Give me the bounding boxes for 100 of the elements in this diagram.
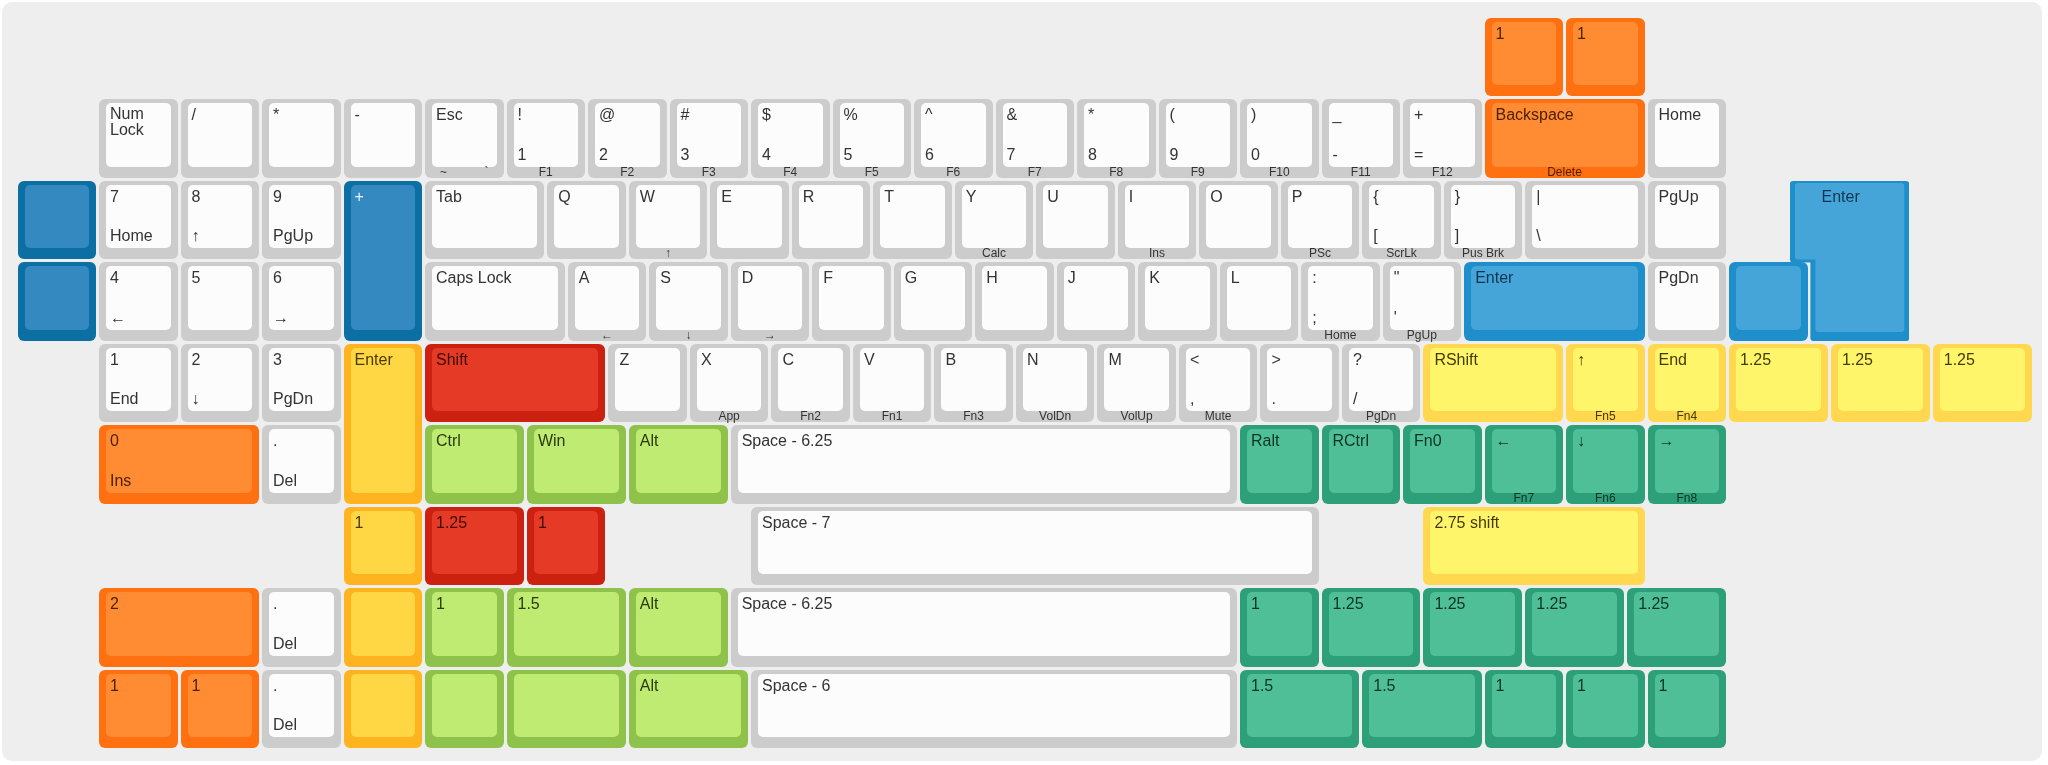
key-legend: \ [1536, 227, 1541, 245]
keycap [873, 180, 952, 259]
keycap [262, 99, 341, 178]
front-legend: Fn8 [1676, 491, 1698, 504]
key-legend: < [1189, 350, 1200, 369]
keycap [730, 262, 810, 341]
key-legend: Home [110, 227, 153, 245]
key-legend: 1 [1251, 595, 1260, 613]
keycap [99, 180, 178, 259]
keycap [1097, 343, 1176, 422]
front-legend: Fn2 [800, 410, 821, 422]
key-legend: E [721, 187, 732, 206]
keycap [343, 506, 422, 585]
keycap [852, 343, 932, 422]
key-legend: , [1189, 390, 1195, 408]
key-legend: # [680, 106, 690, 124]
key-legend: T [884, 187, 895, 206]
key-legend: Space - 6.25 [741, 595, 833, 613]
keycap [1301, 262, 1380, 341]
key-legend: _ [1332, 106, 1342, 124]
key-legend: Ins [110, 471, 132, 490]
front-legend: F4 [783, 165, 798, 178]
key-legend: + [354, 187, 364, 206]
key-legend: 1.25 [1536, 595, 1568, 613]
keycap [1240, 99, 1319, 178]
keycap [1647, 425, 1726, 504]
key-legend: 1.25 [1332, 595, 1364, 613]
front-legend: Pus Brk [1462, 247, 1504, 259]
key-legend: Fn0 [1414, 432, 1442, 450]
key-legend: X [700, 350, 712, 369]
front-legend: F11 [1350, 165, 1371, 178]
key-legend: - [354, 106, 360, 124]
front-legend: ` [484, 165, 489, 178]
key-legend: A [578, 269, 590, 287]
key-legend: Enter [1821, 187, 1860, 206]
key-legend: Tab [436, 187, 462, 206]
key-legend: ↓ [191, 390, 200, 408]
key-legend: 6 [273, 269, 282, 287]
keycap [1280, 180, 1360, 259]
key-legend: ' [1393, 308, 1397, 327]
key-legend: ; [1312, 308, 1317, 327]
key-legend: 1.25 [1943, 350, 1975, 369]
key-legend: Ralt [1251, 432, 1280, 450]
key-legend: H [986, 269, 998, 287]
keycap [710, 180, 789, 259]
key-legend: ← [110, 308, 126, 327]
keycap [628, 425, 728, 504]
keycap [1362, 669, 1482, 748]
keycap [180, 262, 259, 341]
keycap [1199, 180, 1278, 259]
front-legend: Fn6 [1594, 491, 1616, 504]
front-legend: Fn1 [881, 410, 903, 422]
front-legend: F1 [538, 165, 553, 178]
key-legend: 9 [273, 187, 282, 206]
front-legend: Fn3 [963, 410, 984, 422]
key-legend: } [1454, 187, 1461, 206]
keycap [1932, 343, 2032, 422]
keycap [1484, 17, 1563, 96]
front-legend: App [718, 410, 740, 422]
key-legend: 2 [599, 145, 608, 164]
keycap [934, 343, 1013, 422]
key-legend: End [1658, 350, 1687, 369]
front-legend: Mute [1204, 410, 1232, 422]
keycap [689, 343, 769, 422]
keycap [1158, 99, 1237, 178]
key-legend: ( [1169, 106, 1175, 124]
key-legend: Space - 6.25 [741, 432, 833, 450]
front-legend: PgUp [1406, 328, 1437, 341]
front-legend: F9 [1190, 165, 1205, 178]
keycap [343, 588, 422, 667]
keycap [99, 343, 178, 422]
key-legend: ← [1495, 432, 1512, 450]
key-legend: 5 [191, 269, 201, 287]
keycap [1484, 669, 1563, 748]
front-legend: Fn7 [1513, 491, 1535, 504]
key-legend: 8 [191, 187, 201, 206]
keycap [99, 669, 178, 748]
keycap [425, 99, 504, 178]
front-legend: ScrLk [1386, 247, 1417, 259]
keycap [791, 180, 871, 259]
key-legend: ] [1454, 227, 1460, 245]
key-legend: 1 [354, 513, 364, 532]
key-legend: 1 [1577, 24, 1586, 43]
key-legend: F [823, 269, 833, 287]
key-legend: → [273, 308, 289, 327]
keycap [425, 180, 545, 259]
keycap [506, 669, 626, 748]
keycap [608, 343, 687, 422]
key-legend: ) [1251, 106, 1257, 124]
front-legend: Home [1324, 328, 1357, 341]
key-legend: Num Lock [110, 106, 154, 138]
keycap [1525, 180, 1645, 259]
keycap [1647, 669, 1726, 748]
keycap [954, 180, 1034, 259]
keycap [832, 99, 911, 178]
front-legend: F10 [1268, 165, 1290, 178]
key-legend: / [1352, 390, 1358, 408]
front-legend: Fn5 [1594, 410, 1616, 422]
keycap [17, 180, 96, 259]
keycap [628, 669, 748, 748]
